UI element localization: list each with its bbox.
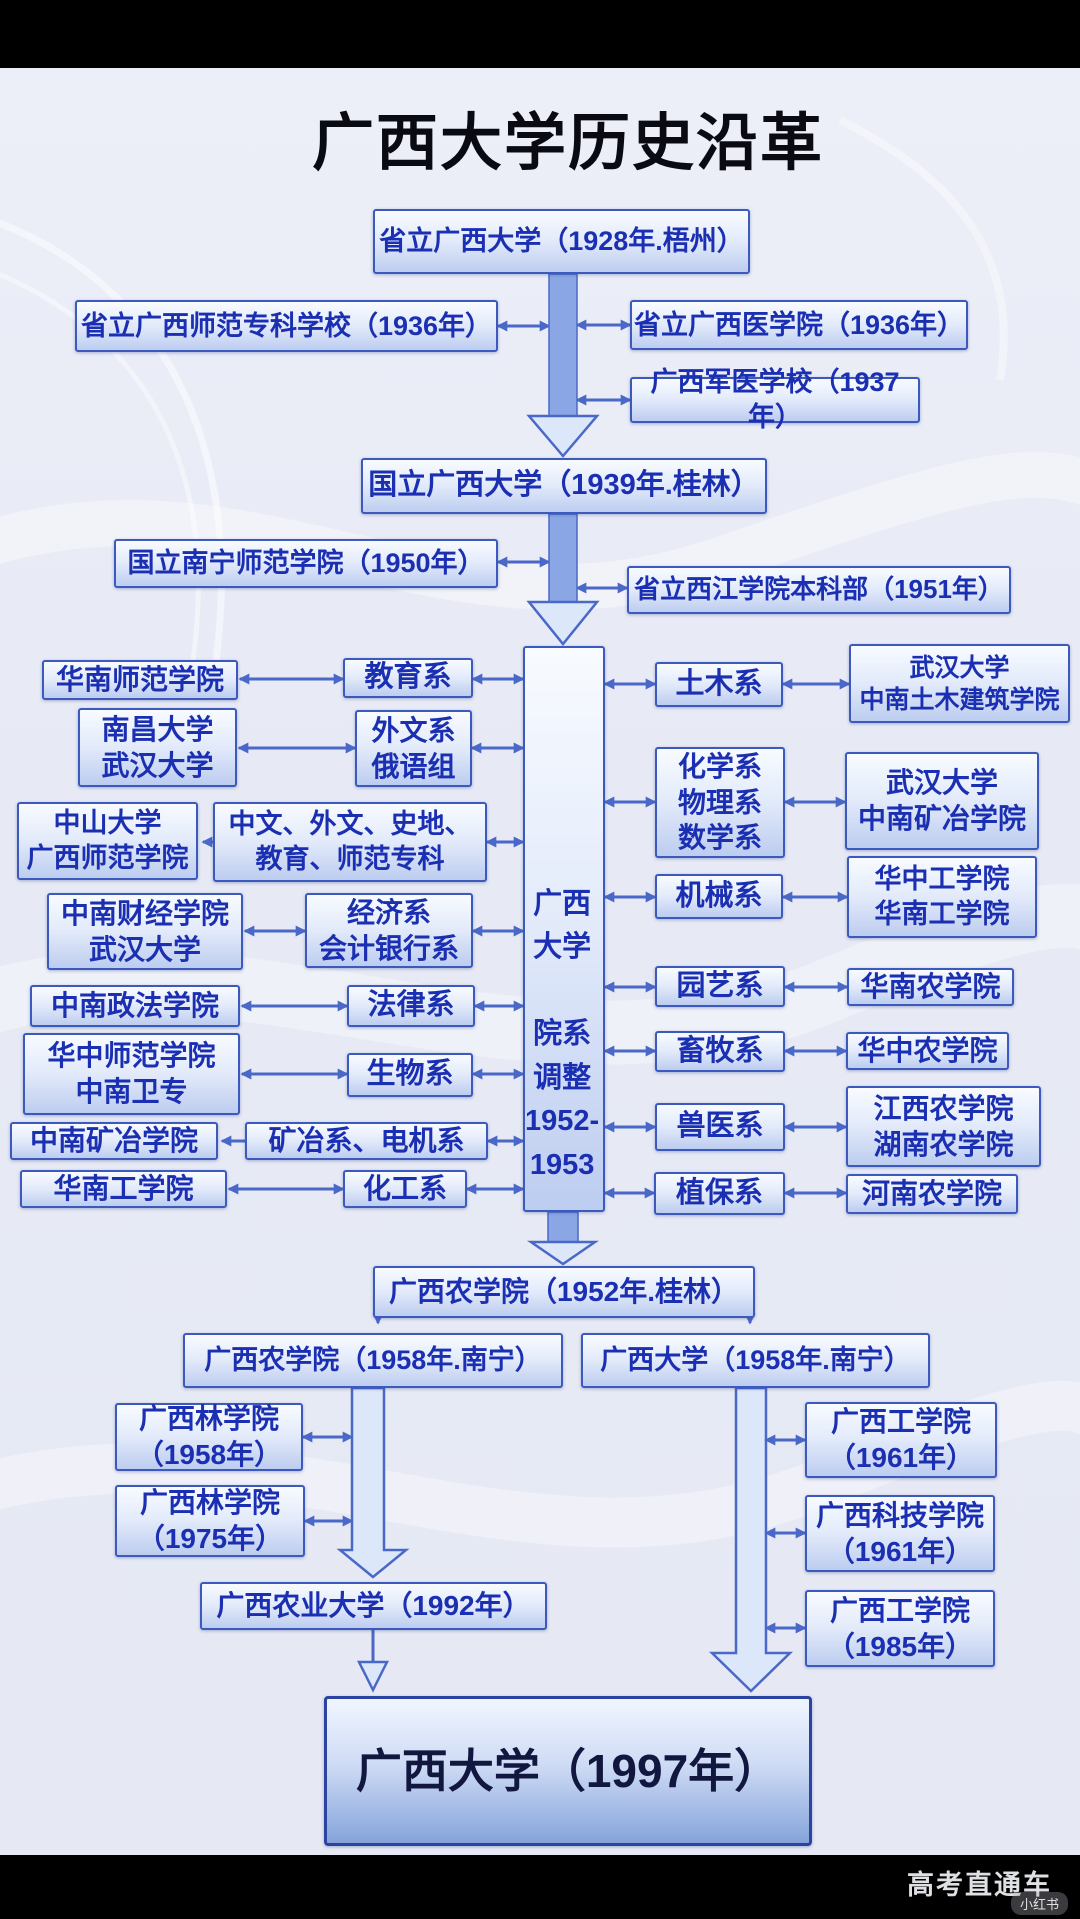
node-gx-agri-univ-1992: 广西农业大学（1992年） bbox=[200, 1582, 547, 1630]
node-eng-college-1961: 广西工学院 （1961年） bbox=[805, 1402, 997, 1478]
university-box: 中南财经学院 武汉大学 bbox=[47, 893, 243, 970]
university-box: 江西农学院 湖南农学院 bbox=[846, 1086, 1041, 1167]
university-box: 华南农学院 bbox=[847, 968, 1014, 1006]
node-gxu-1958: 广西大学（1958年.南宁） bbox=[581, 1333, 930, 1388]
university-box: 华中师范学院 中南卫专 bbox=[23, 1033, 240, 1115]
node-normal-college-1936: 省立广西师范专科学校（1936年） bbox=[75, 300, 498, 352]
university-box: 华中农学院 bbox=[846, 1032, 1009, 1070]
node-eng-college-1985: 广西工学院 （1985年） bbox=[805, 1590, 995, 1667]
bottom-bar bbox=[0, 1855, 1080, 1919]
university-box: 华南工学院 bbox=[20, 1170, 227, 1208]
dept-box: 兽医系 bbox=[655, 1103, 785, 1151]
dept-box: 化学系 物理系 数学系 bbox=[655, 747, 785, 858]
platform-badge: 小红书 bbox=[1010, 1892, 1068, 1915]
dept-box: 机械系 bbox=[655, 874, 783, 919]
node-provincial-gxu-1928: 省立广西大学（1928年.梧州） bbox=[373, 209, 750, 274]
dept-box: 教育系 bbox=[343, 658, 473, 698]
dept-box: 外文系 俄语组 bbox=[355, 710, 472, 787]
page-title: 广西大学历史沿革 bbox=[311, 109, 824, 178]
watermark-text: 高考直通车 bbox=[907, 1870, 1052, 1900]
node-medical-college-1936: 省立广西医学院（1936年） bbox=[630, 300, 968, 350]
node-forestry-1975: 广西林学院 （1975年） bbox=[115, 1485, 305, 1557]
node-adjustment-column: 广西 大学 院系 调整 1952- 1953 bbox=[523, 646, 605, 1212]
node-forestry-1958: 广西林学院 （1958年） bbox=[115, 1403, 303, 1471]
dept-box: 生物系 bbox=[347, 1053, 473, 1097]
university-box: 中南政法学院 bbox=[30, 985, 240, 1027]
university-box: 武汉大学 中南土木建筑学院 bbox=[849, 644, 1070, 723]
dept-box: 经济系 会计银行系 bbox=[305, 893, 473, 968]
dept-box: 土木系 bbox=[655, 662, 783, 707]
node-military-medical-1937: 广西军医学校（1937年） bbox=[630, 367, 920, 432]
university-box: 河南农学院 bbox=[846, 1174, 1018, 1214]
university-box: 中山大学 广西师范学院 bbox=[17, 802, 198, 880]
dept-box: 法律系 bbox=[347, 985, 475, 1027]
top-bar bbox=[0, 0, 1080, 68]
university-box: 中南矿冶学院 bbox=[10, 1122, 218, 1160]
dept-box: 中文、外文、史地、 教育、师范专科 bbox=[213, 802, 487, 882]
dept-box: 化工系 bbox=[343, 1170, 467, 1208]
university-box: 武汉大学 中南矿冶学院 bbox=[845, 752, 1039, 850]
node-xijiang-college-1951: 省立西江学院本科部（1951年） bbox=[627, 566, 1011, 614]
node-gx-agri-1958: 广西农学院（1958年.南宁） bbox=[183, 1333, 563, 1388]
node-national-gxu-1939: 国立广西大学（1939年.桂林） bbox=[361, 458, 767, 514]
node-gxu-1997: 广西大学（1997年） bbox=[324, 1696, 812, 1846]
node-scitech-college-1961: 广西科技学院 （1961年） bbox=[805, 1495, 995, 1572]
dept-box: 矿冶系、电机系 bbox=[245, 1122, 488, 1160]
university-box: 华南师范学院 bbox=[42, 660, 238, 700]
node-gx-agri-1952: 广西农学院（1952年.桂林） bbox=[373, 1266, 755, 1318]
dept-box: 植保系 bbox=[654, 1172, 785, 1215]
university-box: 南昌大学 武汉大学 bbox=[78, 708, 237, 787]
university-box: 华中工学院 华南工学院 bbox=[847, 856, 1037, 938]
dept-box: 畜牧系 bbox=[655, 1031, 785, 1072]
node-nanning-normal-1950: 国立南宁师范学院（1950年） bbox=[114, 539, 498, 588]
dept-box: 园艺系 bbox=[655, 966, 785, 1007]
